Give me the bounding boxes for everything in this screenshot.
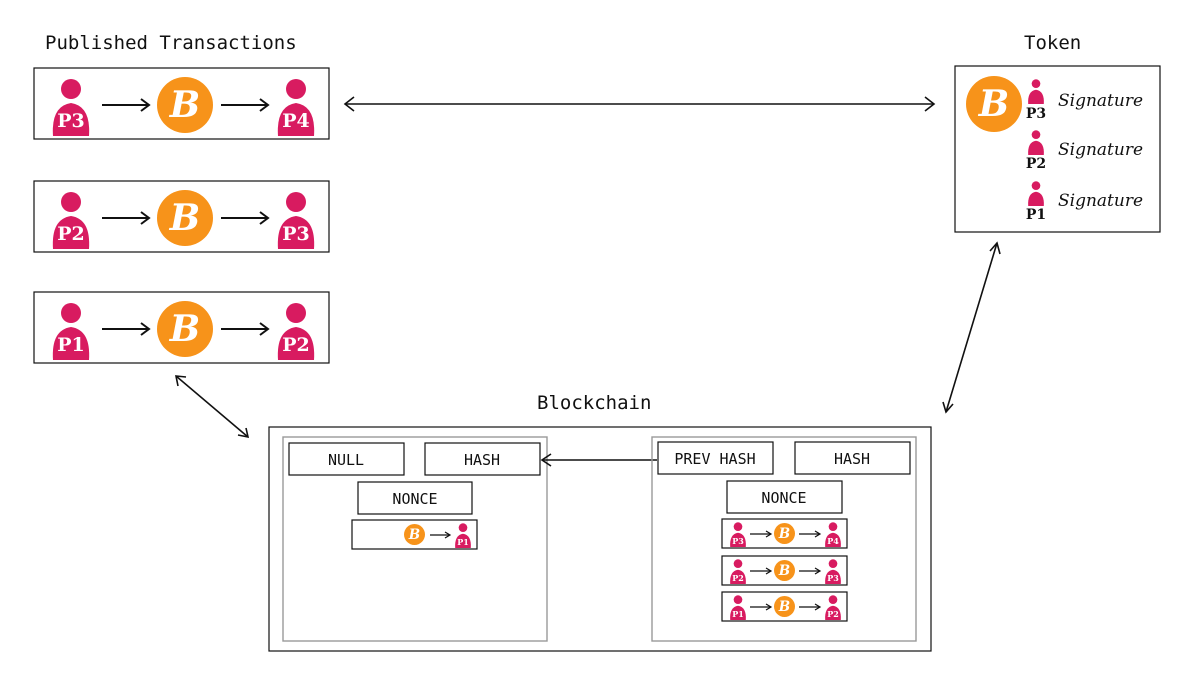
arrow-icon — [750, 567, 773, 575]
hash-value: HASH — [834, 450, 870, 468]
connector-published-blockchain — [175, 375, 250, 439]
bitcoin-icon — [966, 76, 1022, 132]
block-transaction: P3 P4 — [721, 518, 848, 549]
arrow-icon — [221, 322, 270, 336]
prev-hash-field — [288, 442, 405, 476]
person-label: P1 — [57, 334, 85, 356]
token-title: Token — [1024, 32, 1081, 54]
bitcoin-icon — [774, 596, 795, 617]
arrow-icon — [430, 531, 452, 539]
person-label: P3 — [827, 573, 839, 583]
nonce-value: NONCE — [392, 490, 437, 508]
arrow-icon — [799, 567, 822, 575]
arrow-icon — [799, 530, 822, 538]
genesis-transaction: P1 — [351, 519, 478, 550]
person-icon — [1028, 181, 1044, 206]
genesis-block: NULL HASH NONCE P1 — [282, 436, 548, 642]
nonce-field — [726, 480, 843, 514]
token-signer: P2 Signature — [1026, 130, 1143, 172]
signature-text: Signature — [1058, 191, 1143, 211]
arrow-icon — [221, 211, 270, 225]
published-transaction-row: P3 P4 — [33, 67, 330, 140]
token-signer: P3 Signature — [1026, 79, 1143, 122]
person-icon — [1028, 79, 1044, 104]
person-label: P3 — [732, 536, 744, 546]
published-transaction-row: P1 P2 — [33, 291, 330, 364]
connector-token-blockchain — [942, 241, 1001, 414]
block: PREV HASH HASH NONCE P3 P4 P2 — [651, 436, 917, 642]
published-title: Published Transactions — [45, 32, 297, 54]
nonce-value: NONCE — [761, 489, 806, 507]
bitcoin-icon — [774, 523, 795, 544]
signature-text: Signature — [1058, 91, 1143, 111]
signer-label: P3 — [1026, 106, 1046, 122]
person-icon — [1028, 130, 1044, 155]
arrow-icon — [799, 603, 822, 611]
person-label: P1 — [732, 609, 744, 619]
arrow-icon — [102, 98, 151, 112]
arrow-icon — [750, 530, 773, 538]
blockchain-box — [268, 426, 932, 652]
block-transaction: P2 P3 — [721, 555, 848, 586]
block-transaction: P1 P2 — [721, 591, 848, 622]
prev-hash-value: NULL — [328, 451, 364, 469]
person-label: P4 — [282, 110, 310, 132]
arrow-icon — [102, 211, 151, 225]
person-label: P4 — [827, 536, 839, 546]
published-transaction-row: P2 P3 — [33, 180, 330, 253]
person-label: P3 — [282, 223, 310, 245]
arrow-icon — [750, 603, 773, 611]
nonce-field — [357, 481, 473, 515]
person-label: P2 — [282, 334, 310, 356]
bitcoin-icon — [157, 301, 213, 357]
hash-link-arrow — [540, 453, 657, 467]
bitcoin-icon — [404, 524, 425, 545]
prev-hash-field — [657, 441, 774, 475]
signature-text: Signature — [1058, 140, 1143, 160]
hash-field — [794, 441, 911, 475]
bitcoin-icon — [157, 190, 213, 246]
hash-value: HASH — [464, 451, 500, 469]
bitcoin-icon — [774, 560, 795, 581]
connector-published-token — [343, 96, 936, 112]
hash-field — [424, 442, 541, 476]
blockchain-title: Blockchain — [537, 392, 651, 414]
arrow-icon — [221, 98, 270, 112]
signer-label: P2 — [1026, 156, 1046, 172]
arrow-icon — [102, 322, 151, 336]
bitcoin-icon — [157, 77, 213, 133]
signer-label: P1 — [1026, 207, 1046, 223]
prev-hash-value: PREV HASH — [674, 450, 755, 468]
person-label: P2 — [732, 573, 744, 583]
person-label: P2 — [827, 609, 839, 619]
token-box — [954, 65, 1161, 233]
token-signer: P1 Signature — [1026, 181, 1143, 223]
person-label: P2 — [57, 223, 85, 245]
person-label: P1 — [457, 537, 469, 547]
person-label: P3 — [57, 110, 85, 132]
